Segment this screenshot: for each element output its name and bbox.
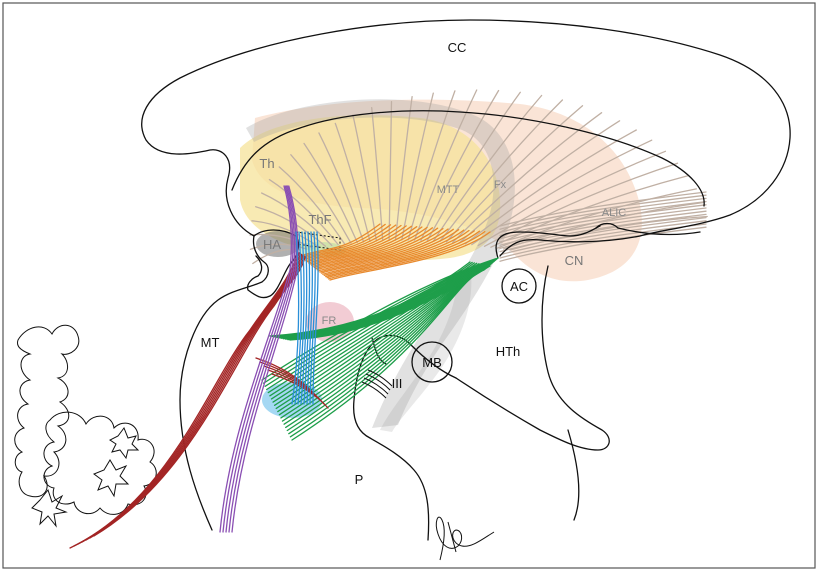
- label-cc: CC: [448, 40, 467, 55]
- label-ha: HA: [263, 237, 281, 252]
- label-hth: HTh: [496, 344, 521, 359]
- label-fx: Fx: [494, 179, 507, 191]
- label-fr: FR: [322, 315, 337, 327]
- cerebellum-star-3: [110, 428, 138, 458]
- label-mtt: MTT: [437, 184, 460, 196]
- artist-signature-icon: [436, 517, 494, 560]
- label-thf: ThF: [308, 212, 331, 227]
- label-mb: MB: [422, 355, 442, 370]
- label-mt: MT: [201, 335, 220, 350]
- cerebellum-folia: [15, 325, 157, 526]
- cerebellum-star-2: [94, 460, 128, 496]
- hypothalamus-right-outline: [456, 266, 609, 450]
- label-th: Th: [259, 156, 274, 171]
- label-cn: CN: [565, 253, 584, 268]
- label-ac: AC: [510, 279, 528, 294]
- cerebellum-star-1: [32, 490, 66, 526]
- cerebellum-left-folia: [15, 325, 79, 497]
- label-iii: III: [392, 376, 403, 391]
- figure-frame: [3, 3, 815, 568]
- label-p: P: [355, 472, 364, 487]
- oculomotor-nerve-lines: [362, 370, 392, 398]
- label-alic: ALIC: [602, 207, 627, 219]
